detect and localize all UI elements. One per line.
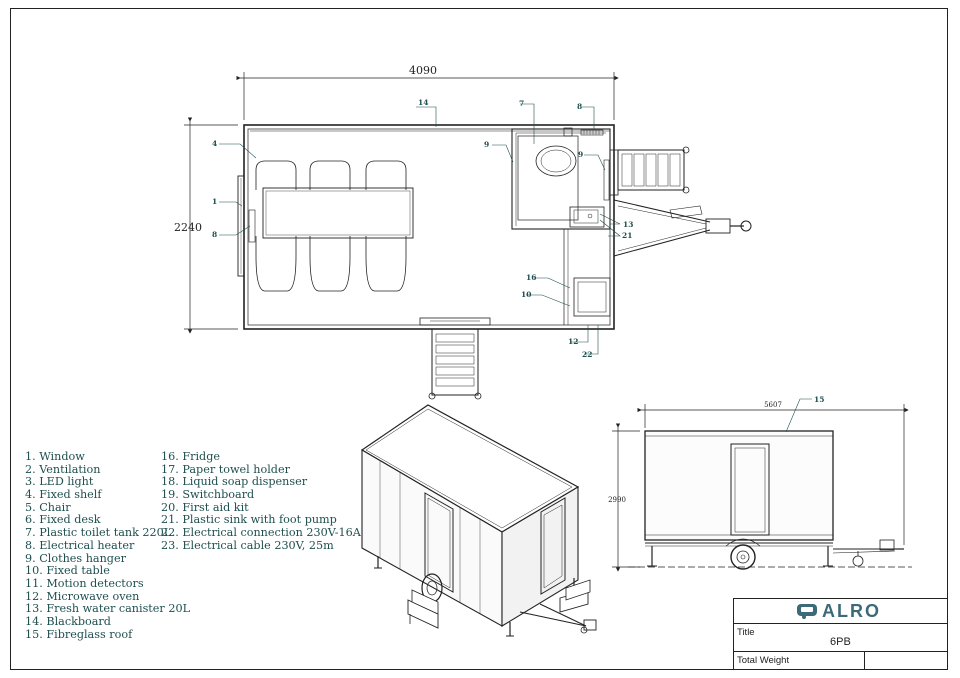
legend-item: 9. Clothes hanger — [25, 551, 126, 565]
title-label: Title — [737, 627, 755, 638]
callout-10: 10 — [521, 290, 531, 299]
callout-14: 14 — [418, 98, 428, 107]
dim-side-length: 5607 — [764, 401, 782, 409]
floor-plan — [237, 124, 619, 330]
callout-22: 22 — [582, 350, 592, 359]
legend-item: 6. Fixed desk — [25, 513, 101, 527]
logo-text: ALRO — [822, 600, 881, 621]
floor-plan-drawbar — [613, 199, 752, 257]
legend-item: 14. Blackboard — [25, 614, 111, 628]
total-weight-label: Total Weight — [737, 655, 790, 666]
legend-item: 19. Switchboard — [161, 488, 255, 502]
legend-item: 15. Fibreglass roof — [25, 627, 133, 641]
side-elevation — [628, 430, 912, 570]
callout-9-right: 9 — [578, 150, 583, 159]
caravan-icon — [797, 604, 817, 619]
legend-column-1: 1. Window 2. Ventilation 3. LED light 4.… — [25, 450, 190, 641]
plan-dimensions — [184, 72, 619, 334]
callout-9-left: 9 — [484, 140, 489, 149]
legend-item: 18. Liquid soap dispenser — [161, 475, 308, 489]
title-row-divider — [734, 623, 947, 624]
legend-item: 23. Electrical cable 230V, 25m — [161, 538, 334, 552]
floor-plan-steps-bottom — [428, 328, 482, 400]
legend-item: 21. Plastic sink with foot pump — [161, 513, 337, 527]
callout-21: 21 — [622, 231, 632, 240]
legend-item: 20. First aid kit — [161, 500, 249, 514]
legend-item: 16. Fridge — [161, 450, 220, 463]
callout-7: 7 — [519, 99, 524, 108]
side-dimensions — [612, 404, 909, 572]
legend-item: 3. LED light — [25, 475, 94, 489]
title-block: ALRO Title 6PB Total Weight — [733, 598, 948, 670]
legend-item: 12. Microwave oven — [25, 589, 140, 603]
dim-plan-width: 2240 — [174, 221, 202, 234]
plan-callout-leaders — [219, 103, 621, 355]
plan-callouts: 4 1 8 14 7 8 9 9 13 21 16 10 12 22 — [212, 98, 633, 359]
legend-item: 13. Fresh water canister 20L — [25, 602, 190, 616]
title-value: 6PB — [830, 636, 851, 648]
legend-item: 7. Plastic toilet tank 220L — [25, 526, 172, 540]
callout-16: 16 — [526, 273, 536, 282]
callout-13: 13 — [623, 220, 633, 229]
legend-item: 11. Motion detectors — [25, 576, 144, 590]
callout-8-left: 8 — [212, 230, 217, 239]
legend-column-2: 16. Fridge 17. Paper towel holder 18. Li… — [161, 450, 361, 553]
legend-item: 22. Electrical connection 230V-16A — [161, 526, 361, 540]
legend-item: 10. Fixed table — [25, 564, 110, 578]
side-callout-leader — [785, 398, 812, 433]
legend-item: 17. Paper towel holder — [161, 462, 290, 476]
dim-side-height: 2990 — [608, 496, 626, 504]
callout-8-right: 8 — [577, 102, 582, 111]
legend-item: 4. Fixed shelf — [25, 488, 102, 502]
isometric-view — [360, 404, 597, 637]
legend-item: 2. Ventilation — [25, 462, 101, 476]
legend-item: 8. Electrical heater — [25, 538, 135, 552]
callout-12: 12 — [568, 337, 578, 346]
legend-item: 5. Chair — [25, 500, 71, 514]
brand-logo: ALRO — [796, 601, 881, 621]
callout-1: 1 — [212, 197, 217, 206]
callout-4: 4 — [212, 139, 217, 148]
sheet-border — [10, 8, 948, 670]
callout-15: 15 — [814, 395, 824, 404]
legend-item: 1. Window — [25, 450, 85, 463]
dim-plan-length: 4090 — [409, 64, 437, 77]
weight-row-divider — [734, 651, 947, 652]
floor-plan-steps-right — [617, 146, 690, 194]
weight-cell-divider — [864, 651, 865, 670]
